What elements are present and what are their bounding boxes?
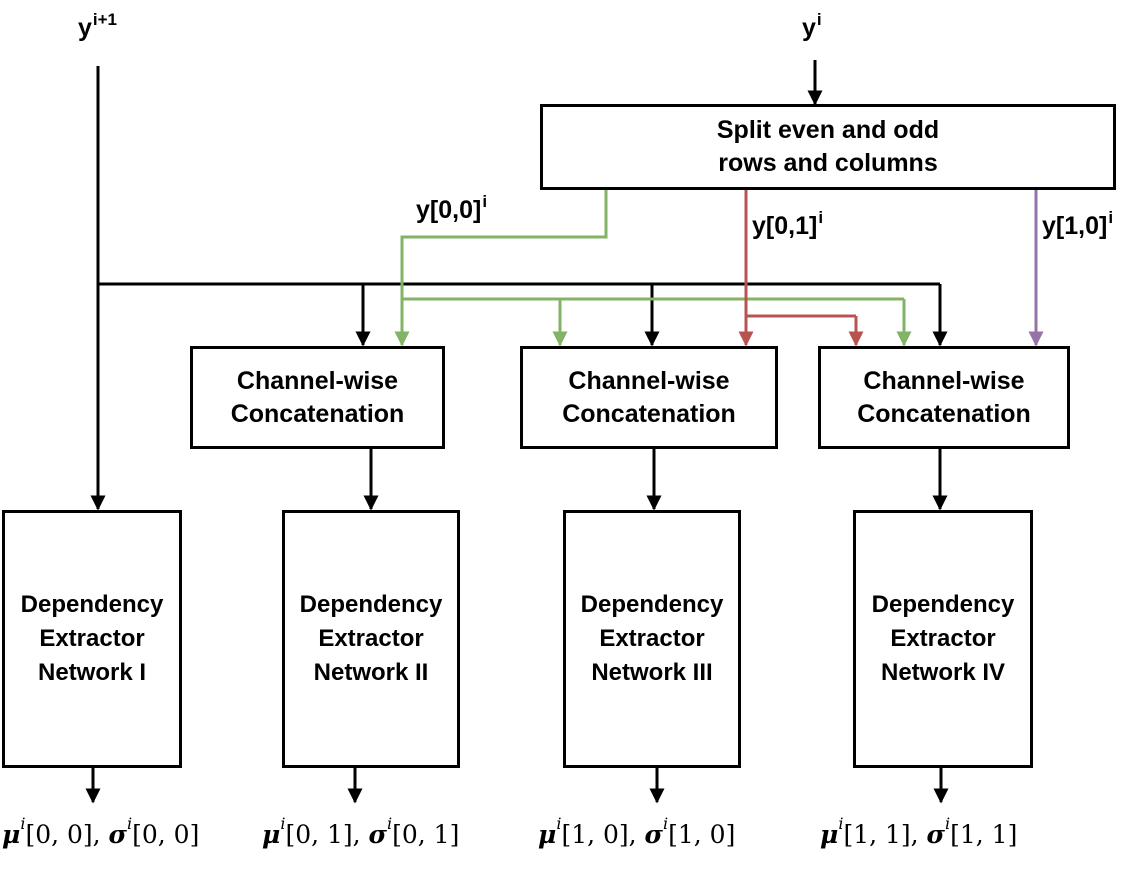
concat-box-3-line-2: Concatenation xyxy=(857,399,1031,428)
concat-box-1-line-1: Channel-wise xyxy=(236,366,399,395)
green-y00-path xyxy=(400,190,904,301)
label-y10-base: y[1,0] xyxy=(1042,212,1108,240)
network-box-3: Dependency Extractor Network III xyxy=(563,510,741,768)
network-box-4-line-1: Dependency xyxy=(871,591,1015,618)
output-3-sigma: σ xyxy=(644,820,663,849)
output-1-sup-1: i xyxy=(20,814,26,833)
concat-box-1-line-2: Concatenation xyxy=(230,399,405,428)
output-3-sup-2: i xyxy=(662,814,669,833)
output-4: μi[1, 1], σi[1, 1] xyxy=(820,814,1018,849)
output-1-idx-2: [0, 0] xyxy=(132,820,200,849)
label-y00-base: y[0,0] xyxy=(416,196,482,224)
network-box-4-line-3: Network IV xyxy=(880,659,1006,686)
input-y-i: yi xyxy=(802,10,822,43)
red-y01-path xyxy=(744,190,856,318)
output-2-sup-2: i xyxy=(386,814,393,833)
output-4-mu: μ xyxy=(820,820,839,849)
network-box-2: Dependency Extractor Network II xyxy=(282,510,460,768)
output-1-sup-2: i xyxy=(126,814,133,833)
output-4-idx-1: [1, 1], xyxy=(843,820,927,849)
label-y01-sup: i xyxy=(818,208,824,227)
output-1: μi[0, 0], σi[0, 0] xyxy=(2,814,200,849)
concat-box-2: Channel-wise Concatenation xyxy=(520,346,778,449)
output-3: μi[1, 0], σi[1, 0] xyxy=(538,814,736,849)
network-box-3-line-3: Network III xyxy=(591,659,713,686)
input-y-i-base: y xyxy=(802,14,816,42)
output-1-sigma: σ xyxy=(108,820,127,849)
output-1-idx-1: [0, 0], xyxy=(25,820,109,849)
network-box-1: Dependency Extractor Network I xyxy=(2,510,182,768)
input-y-i-sup: i xyxy=(816,10,822,29)
output-4-sigma: σ xyxy=(926,820,945,849)
output-2-mu: μ xyxy=(262,820,281,849)
split-box-line-2: rows and columns xyxy=(718,149,938,177)
input-y-i-plus-1-sup: i+1 xyxy=(92,10,118,29)
network-box-3-line-2: Extractor xyxy=(599,625,705,652)
split-box-line-1: Split even and odd xyxy=(716,116,940,144)
output-4-sup-1: i xyxy=(838,814,844,833)
label-y00-sup: i xyxy=(482,192,488,211)
output-3-sup-1: i xyxy=(556,814,562,833)
output-2-sigma: σ xyxy=(368,820,387,849)
concat-box-2-line-2: Concatenation xyxy=(562,399,736,428)
output-4-sup-2: i xyxy=(944,814,951,833)
network-box-4: Dependency Extractor Network IV xyxy=(853,510,1033,768)
concat-box-3: Channel-wise Concatenation xyxy=(818,346,1070,449)
label-y10: y[1,0]i xyxy=(1042,208,1113,241)
output-4-idx-2: [1, 1] xyxy=(950,820,1018,849)
network-box-1-line-1: Dependency xyxy=(20,591,164,618)
concat-box-3-line-1: Channel-wise xyxy=(863,366,1025,395)
label-y00: y[0,0]i xyxy=(416,192,487,225)
output-1-mu: μ xyxy=(2,820,21,849)
network-box-2-line-1: Dependency xyxy=(299,591,443,618)
network-box-1-line-2: Extractor xyxy=(39,625,145,652)
output-2: μi[0, 1], σi[0, 1] xyxy=(262,814,460,849)
output-2-sup-1: i xyxy=(280,814,286,833)
output-3-idx-2: [1, 0] xyxy=(668,820,736,849)
network-box-4-line-2: Extractor xyxy=(890,625,996,652)
network-box-3-line-1: Dependency xyxy=(580,591,724,618)
label-y10-sup: i xyxy=(1108,208,1114,227)
label-y01-base: y[0,1] xyxy=(752,212,818,240)
output-2-idx-1: [0, 1], xyxy=(285,820,369,849)
label-y01: y[0,1]i xyxy=(752,208,823,241)
network-box-2-line-2: Extractor xyxy=(318,625,424,652)
concat-box-1: Channel-wise Concatenation xyxy=(190,346,445,449)
output-3-mu: μ xyxy=(538,820,557,849)
output-3-idx-1: [1, 0], xyxy=(561,820,645,849)
network-box-2-line-3: Network II xyxy=(313,659,429,686)
network-box-1-line-3: Network I xyxy=(37,659,147,686)
input-y-i-plus-1-base: y xyxy=(78,14,92,42)
concat-box-2-line-1: Channel-wise xyxy=(568,366,730,395)
input-y-i-plus-1: yi+1 xyxy=(78,10,117,43)
split-box: Split even and odd rows and columns xyxy=(540,104,1116,190)
output-2-idx-2: [0, 1] xyxy=(392,820,460,849)
